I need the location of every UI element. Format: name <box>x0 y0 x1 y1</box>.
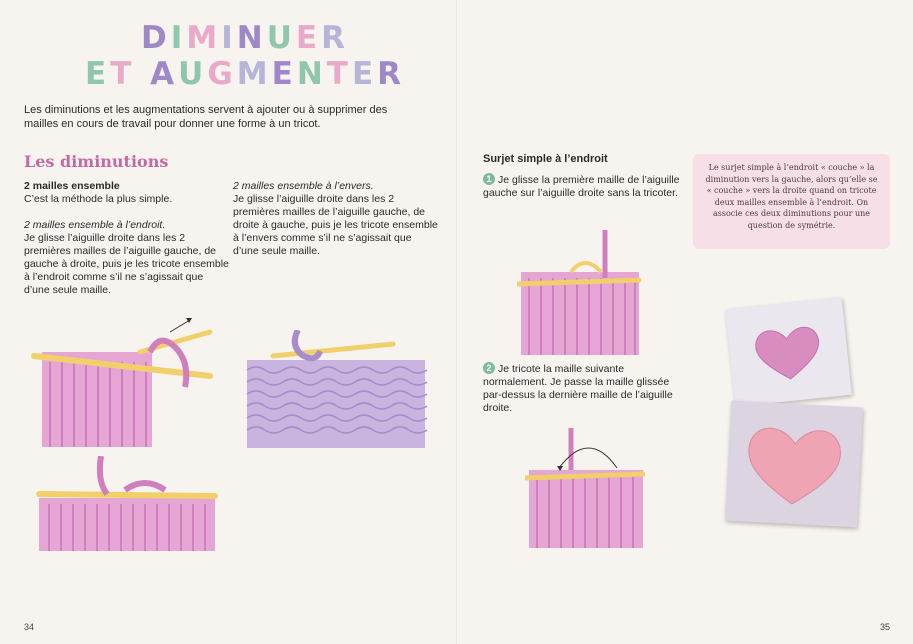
title-line-2: ET AUGMENTER <box>60 56 430 92</box>
title-line-1: DIMINUER <box>60 20 430 56</box>
p2tog-title: 2 mailles ensemble à l’envers. <box>233 180 374 192</box>
subhead-two-stitches: 2 mailles ensemble <box>24 180 120 192</box>
title-letter: U <box>266 20 296 56</box>
title-letter: U <box>178 56 208 92</box>
title-letter: T <box>110 56 136 92</box>
heart-photo-large <box>724 400 864 528</box>
column-two-stitches-knit: 2 mailles ensemble C’est la méthode la p… <box>24 180 229 297</box>
page-number-right: 35 <box>880 622 891 632</box>
title-letter: E <box>351 56 378 92</box>
title-letter: G <box>207 56 237 92</box>
step-1-text: Je glisse la première maille de l’aiguil… <box>483 174 680 199</box>
column-two-stitches-purl: 2 mailles ensemble à l’envers. Je glisse… <box>233 180 438 258</box>
title-letter: I <box>221 20 237 56</box>
small-heart-icon <box>755 326 820 380</box>
step-1-badge: 1 <box>483 173 495 185</box>
title-letter: M <box>236 56 272 92</box>
purl-illustration <box>246 330 428 448</box>
tip-note: Le surjet simple à l’endroit « couche » … <box>693 154 890 249</box>
title-letter: E <box>295 20 322 56</box>
title-letter: E <box>271 56 297 92</box>
surjet-heading: Surjet simple à l’endroit <box>483 153 608 165</box>
k2tog-title: 2 mailles ensemble à l’endroit. <box>24 219 166 231</box>
page-title: DIMINUER ET AUGMENTER <box>60 20 430 92</box>
step-2-text: Je tricote la maille suivante normalemen… <box>483 363 673 414</box>
title-letter: A <box>150 56 179 92</box>
step-2-badge: 2 <box>483 362 495 374</box>
large-heart-icon <box>748 427 841 505</box>
p2tog-body: Je glisse l’aiguille droite dans les 2 p… <box>233 193 438 257</box>
page-gutter <box>456 0 457 644</box>
knit-illustration-1 <box>31 318 213 447</box>
title-letter: E <box>85 56 111 92</box>
heart-photo-small <box>725 297 852 407</box>
title-letter: T <box>326 56 352 92</box>
title-letter: R <box>377 56 405 92</box>
pass-over-illustration <box>525 428 645 548</box>
title-letter: D <box>141 20 171 56</box>
k2tog-body: Je glisse l’aiguille droite dans les 2 p… <box>24 232 229 296</box>
intro-paragraph: Les diminutions et les augmentations ser… <box>24 104 388 130</box>
page-number-left: 34 <box>24 622 35 632</box>
title-letter: I <box>170 20 187 56</box>
title-letter: N <box>236 20 267 56</box>
title-letter: R <box>321 20 349 56</box>
knit-illustration-2 <box>36 456 218 551</box>
slip-stitch-illustration <box>517 230 642 355</box>
subhead-text: C’est la méthode la plus simple. <box>24 193 173 205</box>
title-letter: M <box>186 20 222 56</box>
diminutions-heading: Les diminutions <box>24 152 169 171</box>
title-letter: N <box>296 56 327 92</box>
title-letter <box>135 56 150 92</box>
